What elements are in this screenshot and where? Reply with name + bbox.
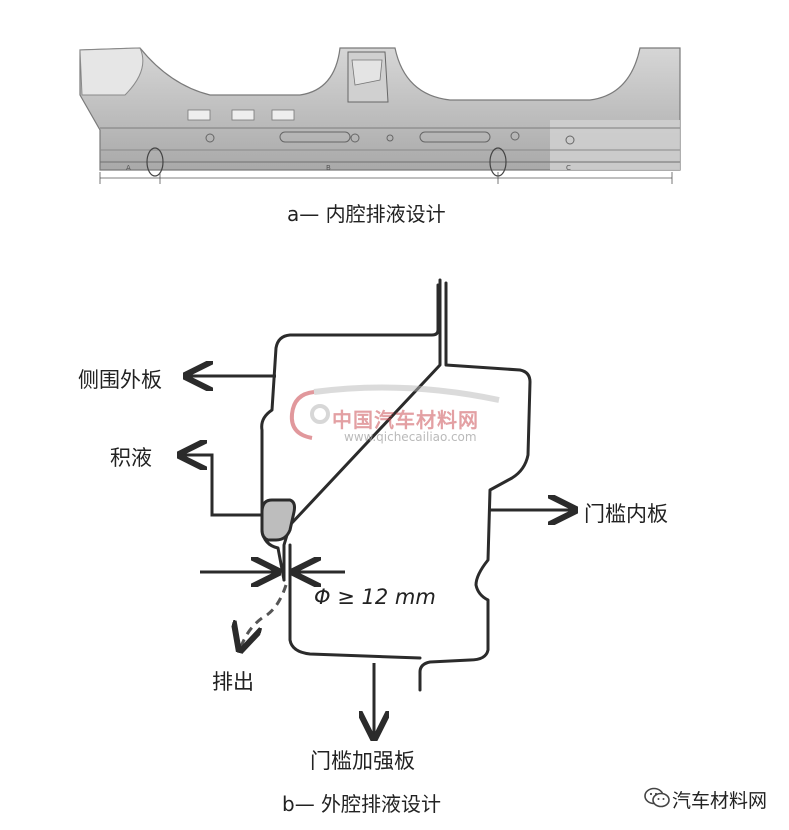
dim-label-c: C [566,164,571,172]
caption-a: a— 内腔排液设计 [287,202,446,226]
caption-b: b— 外腔排液设计 [282,792,442,816]
watermark-url: www.qichecailiao.com [344,430,477,444]
footer-account-name: 汽车材料网 [672,790,768,812]
label-accumulation: 积液 [110,446,152,470]
label-sill-reinforcement: 门槛加强板 [310,749,415,773]
dim-label-a: A [126,164,131,172]
side-outer-panel-line [260,283,440,512]
watermark-cn: 中国汽车材料网 [332,408,479,432]
label-hole-size: Φ ≥ 12 mm [314,585,436,609]
wechat-icon [644,787,670,808]
side-sill-panel-drawing [79,47,681,184]
label-sill-inner: 门槛内板 [584,502,668,526]
liquid-pocket [260,498,296,542]
dim-label-b: B [326,164,331,172]
label-drain: 排出 [212,670,254,694]
label-side-outer: 侧围外板 [78,368,162,392]
watermark-logo [289,384,500,440]
outer-cavity-section-drawing [0,278,789,780]
